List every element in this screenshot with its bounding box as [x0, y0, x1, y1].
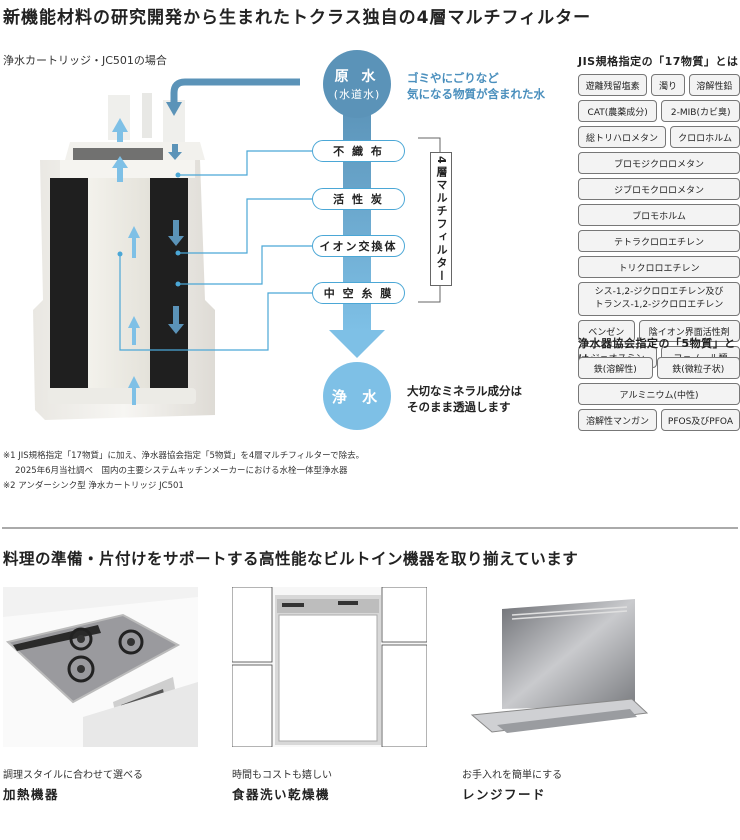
jis-substance-list: 遊離残留塩素濁り溶解性鉛 CAT(農薬成分)2-MIB(カビ臭) 総トリハロメタンク… — [578, 74, 740, 368]
substance-chip: ブロモホルム — [578, 204, 740, 226]
cooktop-image — [3, 587, 198, 747]
pure-water-description: 大切なミネラル成分は そのまま透過します — [407, 383, 522, 415]
cartridge-illustration — [33, 78, 300, 420]
pure-water-title: 浄 水 — [331, 387, 383, 406]
substance-chip: 2-MIB(カビ臭) — [661, 100, 740, 122]
substance-chip: トリクロロエチレン — [578, 256, 740, 278]
multi-filter-label: 4層マルチフィルター — [430, 152, 452, 286]
raw-water-circle: 原 水 (水道水) — [323, 50, 391, 118]
vent-nozzle — [142, 93, 152, 138]
pure-water-circle: 浄 水 — [323, 362, 391, 430]
section2-title: 料理の準備・片付けをサポートする高性能なビルトイン機器を取り揃えています — [3, 550, 579, 568]
substance-chip: クロロホルム — [670, 126, 740, 148]
substance-chip: 鉄(溶解性) — [578, 357, 653, 379]
substance-chip: 溶解性マンガン — [578, 409, 657, 431]
substance-chip: ジブロモクロロメタン — [578, 178, 740, 200]
inlet-nozzle — [163, 100, 185, 145]
inlet-flow-arrow — [170, 78, 300, 105]
carbon-layer-left — [50, 178, 88, 388]
substance-chip: 総トリハロメタン — [578, 126, 667, 148]
substance-chip: 溶解性鉛 — [688, 74, 740, 96]
product-card-range-hood[interactable]: お手入れを簡単にする レンジフード — [462, 587, 657, 802]
bracket-bottom — [418, 286, 441, 303]
substance-chip: アルミニウム(中性) — [578, 383, 740, 405]
product-name: 食器洗い乾燥機 — [232, 787, 331, 802]
substance-chip: CAT(農薬成分) — [578, 100, 658, 122]
case-label: 浄水カートリッジ・JC501の場合 — [3, 54, 167, 67]
footnote-2: ※2 アンダーシンク型 浄水カートリッジ JC501 — [3, 481, 184, 491]
layer-hollow-fiber: 中 空 糸 膜 — [312, 282, 405, 304]
footnote-1-detail: 2025年6月当社調べ 国内の主要システムキッチンメーカーにおける水栓一体型浄水… — [15, 466, 348, 476]
product-card-cooktop[interactable]: 調理スタイルに合わせて選べる 加熱機器 — [3, 587, 198, 802]
raw-water-subtitle: (水道水) — [333, 88, 381, 101]
product-name: 加熱機器 — [3, 787, 60, 802]
product-name: レンジフード — [462, 787, 547, 802]
dishwasher-image — [231, 586, 428, 748]
raw-water-title: 原 水 — [334, 69, 380, 85]
jis-list-title: JIS規格指定の「17物質」とは — [578, 55, 739, 68]
layer-nonwoven: 不 織 布 — [312, 140, 405, 162]
substance-chip: 濁り — [651, 74, 685, 96]
layer-ion-exchanger: イオン交換体 — [312, 235, 405, 257]
section-divider — [2, 527, 738, 529]
substance-chip: 鉄(微粒子状) — [656, 357, 740, 379]
substance-chip: シス-1,2-ジクロロエチレン及び トランス-1,2-ジクロロエチレン — [578, 282, 740, 316]
pure-desc-line1: 大切なミネラル成分は — [407, 384, 522, 398]
product-card-dishwasher[interactable]: 時間もコストも嬉しい 食器洗い乾燥機 — [231, 586, 428, 802]
hollow-fiber-core — [88, 178, 150, 388]
carbon-layer-right — [150, 178, 188, 388]
raw-water-description: ゴミやにごりなど 気になる物質が含まれた水 — [407, 70, 545, 102]
product-subtitle: お手入れを簡単にする — [462, 770, 563, 781]
bracket-top — [418, 137, 441, 152]
page-headline: 新機能材料の研究開発から生まれたトクラス独自の4層マルチフィルター — [3, 8, 592, 28]
range-hood-image — [462, 587, 657, 747]
substance-chip: テトラクロロエチレン — [578, 230, 740, 252]
product-subtitle: 時間もコストも嬉しい — [232, 770, 332, 781]
substance-chip: PFOS及びPFOA — [660, 409, 740, 431]
substance-chip: 遊離残留塩素 — [578, 74, 648, 96]
raw-desc-line1: ゴミやにごりなど — [407, 71, 499, 85]
substance-chip: ベンゼン — [578, 320, 635, 342]
flow-down-arrow — [329, 330, 385, 358]
product-subtitle: 調理スタイルに合わせて選べる — [3, 770, 143, 781]
multi-filter-text: 4層マルチフィルター — [435, 155, 448, 283]
layer-activated-carbon: 活 性 炭 — [312, 188, 405, 210]
footnote-1: ※1 JIS規格指定「17物質」に加え、浄水器協会指定「5物質」を4層マルチフィ… — [3, 451, 365, 461]
pure-desc-line2: そのまま透過します — [407, 400, 511, 414]
raw-desc-line2: 気になる物質が含まれた水 — [407, 87, 545, 101]
substance-chip: ブロモジクロロメタン — [578, 152, 740, 174]
footnotes: ※1 JIS規格指定「17物質」に加え、浄水器協会指定「5物質」を4層マルチフィ… — [3, 449, 364, 494]
